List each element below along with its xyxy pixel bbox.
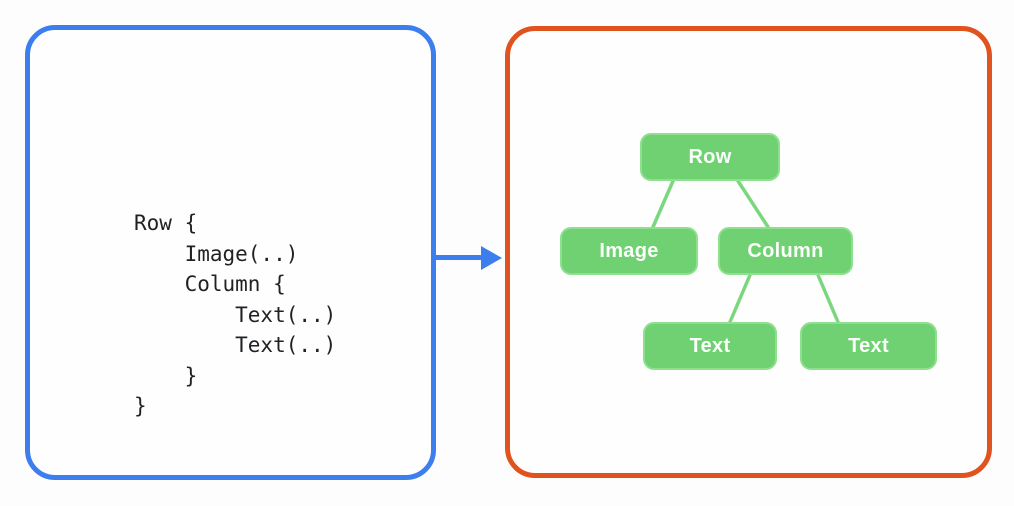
compose-code: Row { Image(..) Column { Text(..) Text(.… [134,211,337,418]
right-arrow-icon [434,255,482,260]
tree-node-label: Row [688,145,732,168]
tree-node-label: Column [747,239,824,262]
code-panel: Row { Image(..) Column { Text(..) Text(.… [25,25,436,480]
tree-node-label: Image [599,239,659,262]
tree-node-row: Row [640,133,780,181]
tree-node-label: Text [848,334,889,357]
right-arrow-head-icon [481,246,502,270]
tree-node-label: Text [689,334,731,357]
tree-node-column: Column [718,227,853,275]
tree-node-text2: Text [800,322,937,370]
tree-node-image: Image [560,227,698,275]
tree-node-text1: Text [643,322,777,370]
